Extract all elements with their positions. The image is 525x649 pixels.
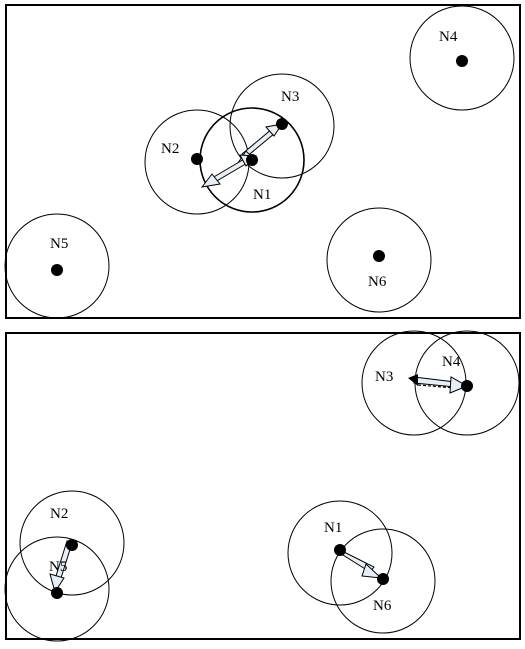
bottom-tail-n3 <box>408 374 418 386</box>
bottom-range-n6 <box>330 528 436 634</box>
bottom-range-n2 <box>19 490 125 596</box>
top-node-n6 <box>373 250 385 262</box>
top-label-n5: N5 <box>50 236 68 252</box>
bottom-label-n4: N4 <box>442 354 461 370</box>
top-range-n6 <box>326 207 432 313</box>
top-label-n3: N3 <box>281 89 299 105</box>
top-node-n2 <box>191 153 203 165</box>
top-range-n4 <box>409 5 515 111</box>
top-panel-frame <box>5 4 521 319</box>
top-label-n6: N6 <box>368 274 387 290</box>
bottom-label-n1: N1 <box>324 520 342 536</box>
top-node-n3 <box>276 118 288 130</box>
bottom-label-n3: N3 <box>375 369 393 385</box>
top-label-n4: N4 <box>439 29 458 45</box>
bottom-node-n4 <box>461 380 473 392</box>
top-range-n3 <box>229 73 335 179</box>
top-node-n1 <box>246 154 258 166</box>
top-label-n2: N2 <box>161 141 179 157</box>
top-label-n1: N1 <box>253 187 271 203</box>
bottom-link-n3-n4 <box>408 374 469 394</box>
bottom-label-n5: N5 <box>49 559 67 575</box>
bottom-node-n2 <box>66 539 78 551</box>
bottom-label-n6: N6 <box>373 598 392 614</box>
bottom-panel-frame <box>5 332 521 640</box>
bottom-range-n1 <box>287 500 393 606</box>
top-node-n4 <box>456 55 468 67</box>
bottom-node-n1 <box>334 544 346 556</box>
bottom-node-n5 <box>51 587 63 599</box>
bottom-range-n5 <box>4 536 110 642</box>
top-panel: N4 N3 N2 N1 N5 N6 <box>4 4 521 319</box>
bottom-node-n6 <box>377 573 389 585</box>
bottom-panel: N3 N4 N2 N5 N1 N6 <box>4 330 521 642</box>
bottom-label-n2: N2 <box>50 506 68 522</box>
top-range-n5 <box>4 213 110 319</box>
top-node-n5 <box>51 264 63 276</box>
